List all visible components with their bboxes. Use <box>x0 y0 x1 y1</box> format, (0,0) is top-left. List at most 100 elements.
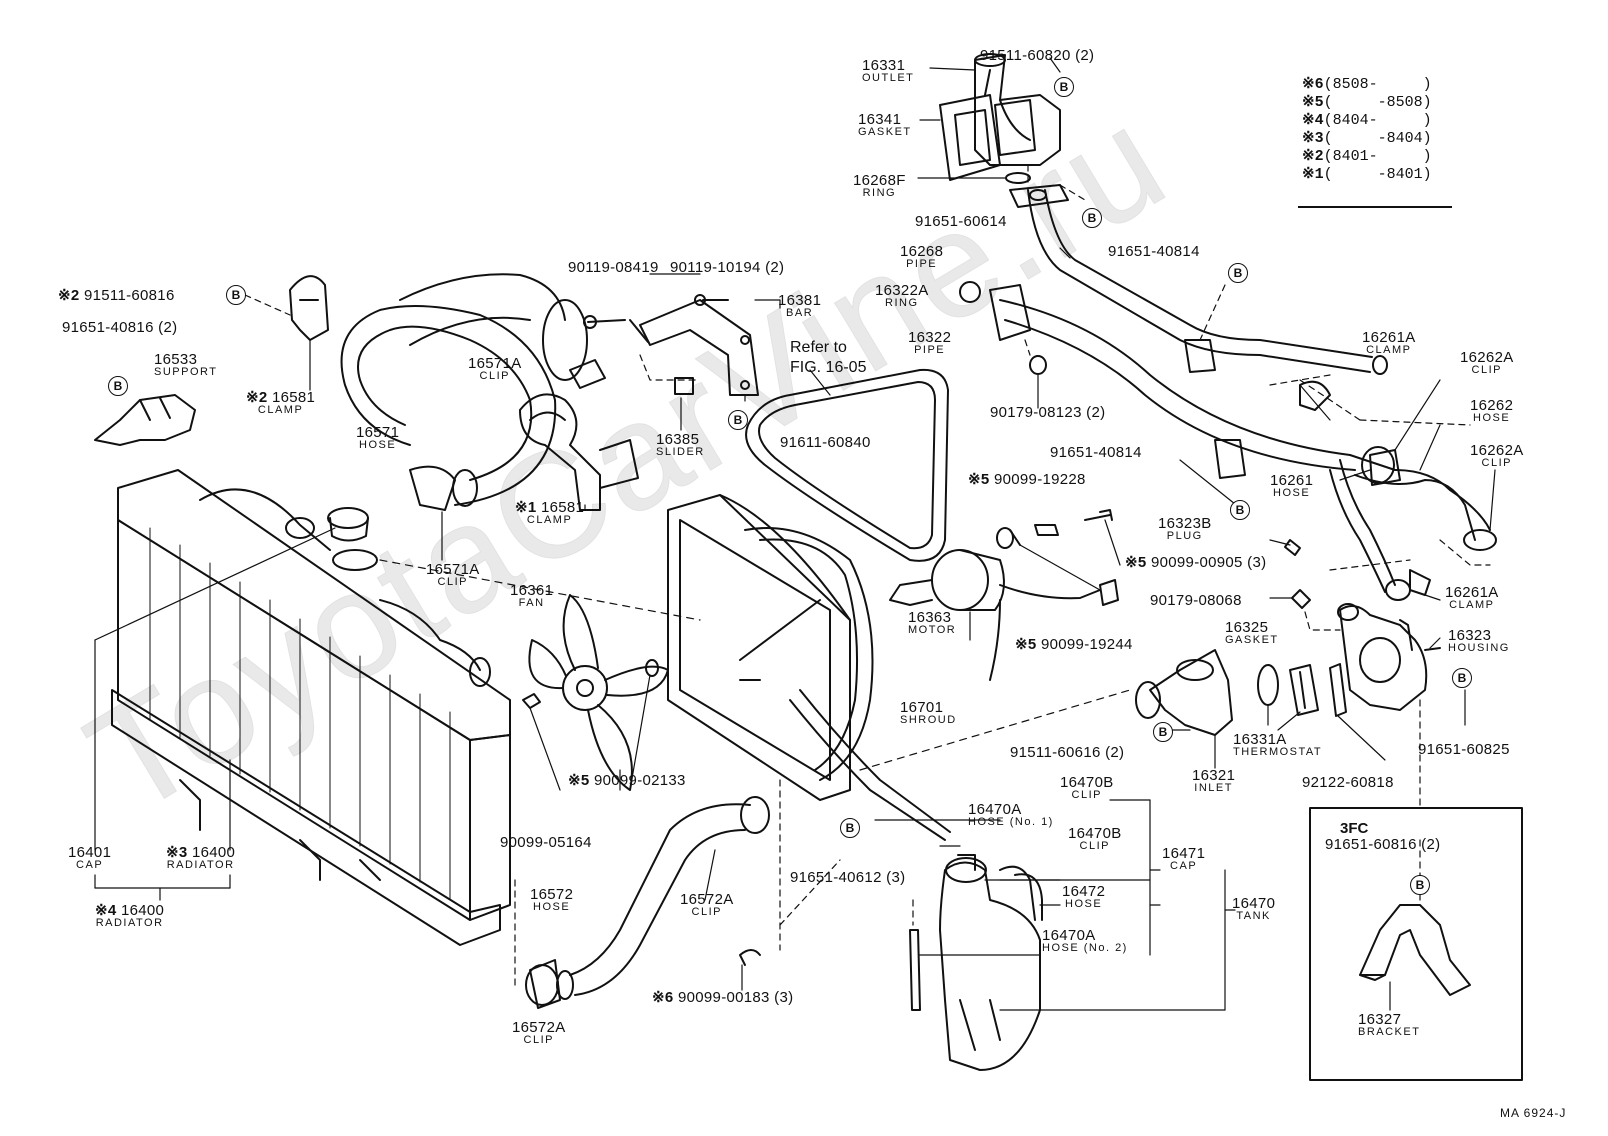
part-name: CLIP <box>437 576 468 588</box>
legend-rule <box>1298 206 1452 208</box>
variant-mark: ※3 <box>166 844 192 861</box>
part-name: CLIP <box>523 1034 554 1046</box>
legend-row-3: ※3( -8404) <box>1302 130 1432 147</box>
bolt-marker: B <box>840 818 860 838</box>
part-label-p25: 91511-60616 (2) <box>1010 745 1124 760</box>
part-name: HOSE (No. 1) <box>968 816 1054 828</box>
part-number: 16381 <box>778 292 822 309</box>
part-name: CLIP <box>1471 364 1502 376</box>
part-name: HOUSING <box>1448 642 1510 654</box>
reservoir-tank-drawing <box>789 689 1043 1071</box>
part-number: 16261A <box>1362 329 1416 346</box>
part-label-p46: ※5 90099-02133 <box>568 773 686 788</box>
part-number: 16471 <box>1162 845 1206 862</box>
part-number: 16321 <box>1192 767 1236 784</box>
fan-shroud-drawing <box>667 494 874 801</box>
bolt-marker: B <box>1082 208 1102 228</box>
part-number: ※5 90099-19244 <box>1015 636 1133 653</box>
part-number: 16363 <box>908 609 952 626</box>
lower-hose-drawing <box>525 796 770 1009</box>
thermostat-housing-drawing <box>1337 603 1441 711</box>
part-number: 16571A <box>426 561 480 578</box>
part-number: 92122-60818 <box>1302 774 1394 791</box>
part-number: 90099-05164 <box>500 834 592 851</box>
part-number: ※2 91511-60816 <box>58 287 175 304</box>
part-label-p7: 91651-40814 <box>1108 244 1200 259</box>
part-number: 16327 <box>1358 1011 1402 1028</box>
part-label-p28: 90119-10194 (2) <box>670 260 784 275</box>
part-name: CLIP <box>1079 840 1110 852</box>
bar-16381-drawing <box>629 299 759 396</box>
part-number: 91651-40814 <box>1108 243 1200 260</box>
variant-mark: ※5 <box>1015 636 1041 653</box>
legend-row-4: ※4(8404- ) <box>1302 112 1432 129</box>
part-number: 91651-60614 <box>915 213 1007 230</box>
part-name: THERMOSTAT <box>1233 746 1323 758</box>
part-number: 16470B <box>1060 774 1114 791</box>
variant-box-label: 3FC <box>1340 820 1369 837</box>
part-number: 16325 <box>1225 619 1269 636</box>
part-number: ※5 90099-00905 (3) <box>1125 554 1267 571</box>
part-name: CAP <box>76 859 104 871</box>
part-number: 16261 <box>1270 472 1314 489</box>
part-number: 16361 <box>510 582 554 599</box>
part-name: SHROUD <box>900 714 957 726</box>
part-number: 91611-60840 <box>780 434 871 451</box>
part-number: 16470 <box>1232 895 1276 912</box>
bolt-marker: B <box>1153 722 1173 742</box>
part-name: CLIP <box>1071 789 1102 801</box>
part-number: 16571A <box>468 355 522 372</box>
variant-mark: ※6 <box>652 989 678 1006</box>
part-label-p58: 91651-40612 (3) <box>790 870 905 885</box>
legend-row-6: ※6(8508- ) <box>1302 76 1432 93</box>
radiator-drawing <box>111 469 511 946</box>
part-number: 91651-60825 <box>1418 741 1510 758</box>
part-name: HOSE <box>533 901 571 913</box>
clamp-16581-drawing <box>519 393 639 511</box>
part-number: ※2 16581 <box>246 389 316 406</box>
part-number: 16322A <box>875 282 929 299</box>
variant-mark: ※5 <box>568 772 594 789</box>
part-number: 16323B <box>1158 515 1212 532</box>
part-label-p10: 90179-08123 (2) <box>990 405 1105 420</box>
part-number: 16323 <box>1448 627 1492 644</box>
part-name: MOTOR <box>908 624 957 636</box>
part-label-p19: 90179-08068 <box>1150 593 1242 608</box>
legend-row-1: ※1( -8401) <box>1302 166 1432 183</box>
part-number: 91511-60616 (2) <box>1010 744 1125 761</box>
bolt-marker: B <box>1452 668 1472 688</box>
part-number: 16268 <box>900 243 944 260</box>
legend-row-2: ※2(8401- ) <box>1302 148 1432 165</box>
part-number: 16385 <box>656 431 700 448</box>
upper-hose-drawing <box>340 273 588 511</box>
variant-mark: ※1 <box>515 499 541 516</box>
part-number: 91651-60816 (2) <box>1325 836 1441 853</box>
part-name: PLUG <box>1166 530 1203 542</box>
part-number: 16331A <box>1233 731 1287 748</box>
variant-mark: ※2 <box>58 287 84 304</box>
part-number: 91651-40814 <box>1050 444 1142 461</box>
part-name: BAR <box>786 307 814 319</box>
